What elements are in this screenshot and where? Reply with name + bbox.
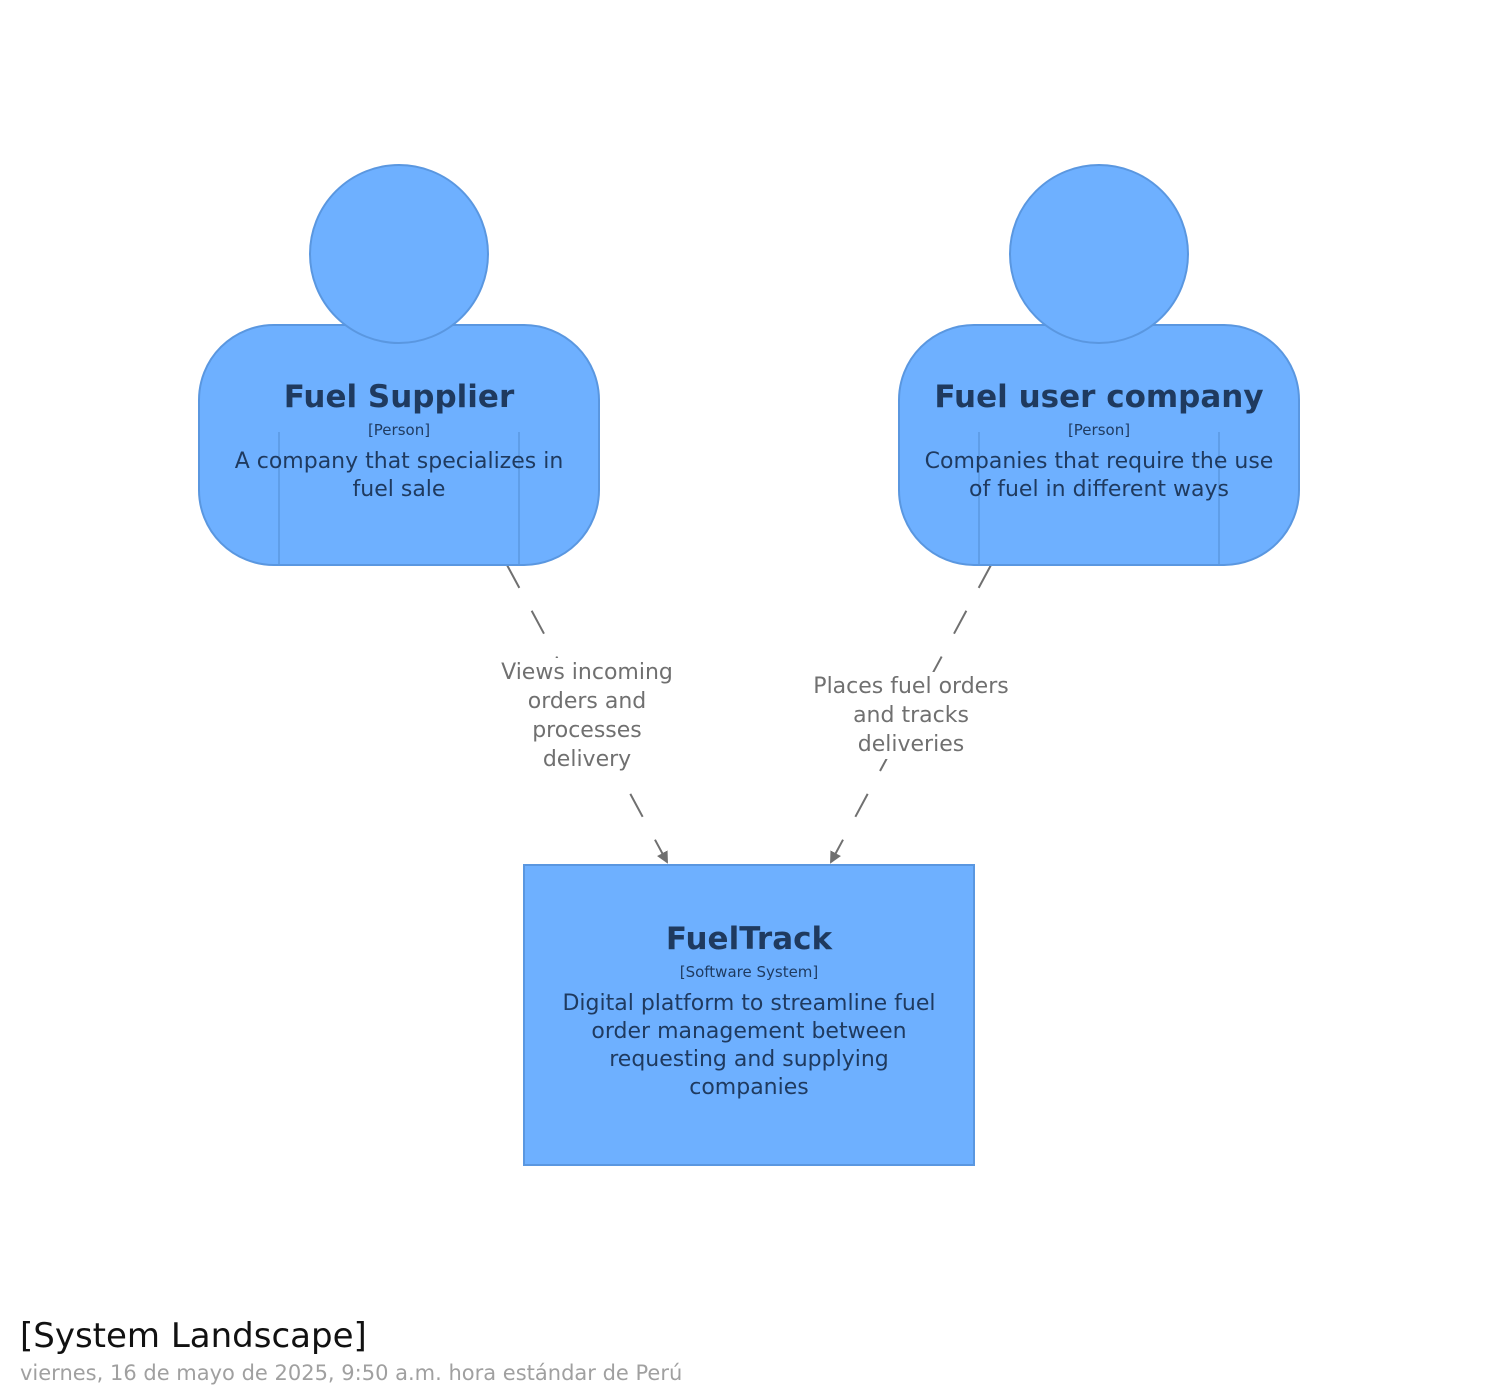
fuel-user-company-head (1009, 164, 1189, 344)
fuel-supplier-text: Fuel Supplier [Person] A company that sp… (224, 378, 574, 504)
fuel-user-company-name: Fuel user company (934, 379, 1264, 415)
diagram-timestamp: viernes, 16 de mayo de 2025, 9:50 a.m. h… (20, 1361, 683, 1385)
fueltrack-type: [Software System] (679, 963, 819, 981)
diagram-title: [System Landscape] (20, 1316, 367, 1356)
fuel-user-company-type: [Person] (1067, 421, 1131, 439)
fuel-supplier-name: Fuel Supplier (283, 379, 515, 415)
fuel-supplier-head (309, 164, 489, 344)
fuel-user-company-text: Fuel user company [Person] Companies tha… (914, 378, 1284, 504)
fueltrack-name: FuelTrack (665, 921, 833, 957)
relationship-label-user-company: Places fuel orders and tracks deliveries (805, 672, 1017, 759)
fueltrack-description: Digital platform to streamline fuel orde… (562, 991, 936, 1100)
relationship-label-supplier: Views incoming orders and processes deli… (497, 658, 677, 774)
fuel-supplier-person-shape[interactable] (198, 164, 600, 566)
fueltrack-text: FuelTrack [Software System] Digital plat… (554, 920, 944, 1102)
fuel-user-company-person-shape[interactable] (898, 164, 1300, 566)
fuel-supplier-type: [Person] (367, 421, 431, 439)
fuel-user-company-description: Companies that require the use of fuel i… (924, 449, 1274, 502)
fueltrack-system-box[interactable] (523, 864, 975, 1166)
fuel-supplier-description: A company that specializes in fuel sale (234, 449, 564, 502)
